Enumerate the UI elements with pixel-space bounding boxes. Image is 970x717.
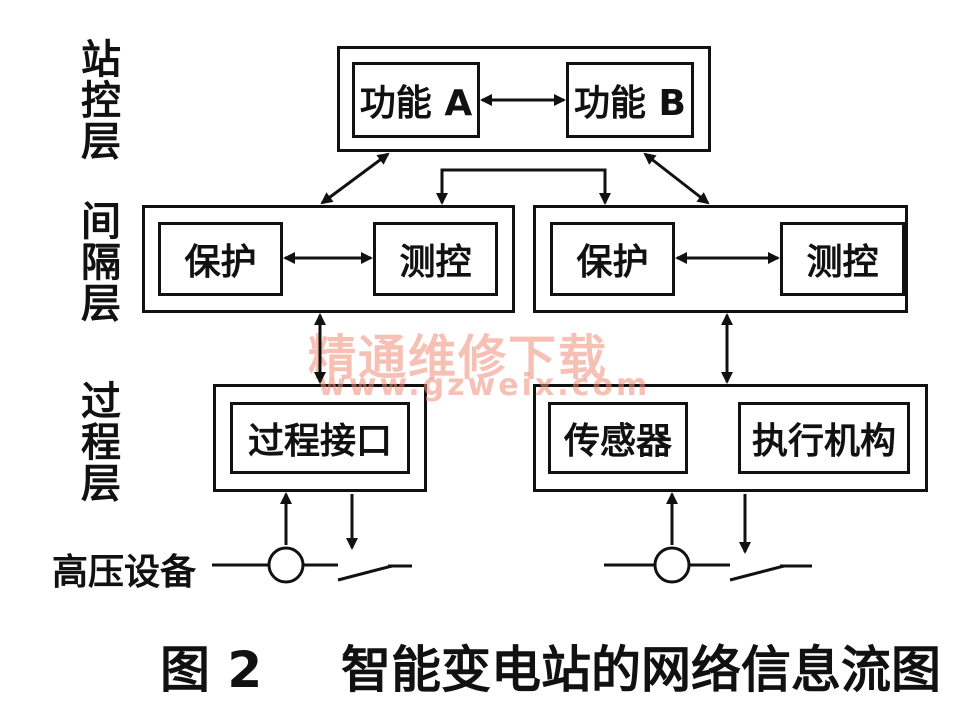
bay-right-protection-box: 保护 <box>550 222 675 296</box>
station-layer-label: 站控层 <box>74 38 120 161</box>
watermark-url: www.gzweix.com <box>318 368 651 403</box>
hv-switch-right-icon <box>729 564 785 582</box>
hv-switch-left-icon <box>337 564 393 582</box>
function-b-box: 功能 B <box>566 62 694 138</box>
process-interface-box: 过程接口 <box>230 402 410 474</box>
sensor-box: 传感器 <box>548 402 688 474</box>
hv-sensor-left-icon <box>267 546 305 584</box>
figure-title: 智能变电站的网络信息流图 <box>341 641 942 699</box>
figure-number: 图 2 <box>160 641 263 699</box>
bay-right-measure-control-box: 测控 <box>780 222 905 296</box>
figure-caption: 图 2 智能变电站的网络信息流图 <box>160 630 941 702</box>
hv-equipment-label: 高压设备 <box>52 552 197 593</box>
actuator-box: 执行机构 <box>738 402 910 474</box>
bay-left-protection-box: 保护 <box>158 222 283 296</box>
bracket-station-both-bays <box>436 168 611 205</box>
arrow-station-bay-left <box>320 152 390 205</box>
function-a-box: 功能 A <box>352 62 480 138</box>
bay-left-measure-control-box: 测控 <box>373 222 498 296</box>
watermark-text: 精通维修下载 <box>308 330 609 386</box>
arrow-station-bay-right <box>643 152 710 205</box>
hv-sensor-right-icon <box>653 546 691 584</box>
bay-layer-label: 间隔层 <box>74 200 120 323</box>
process-layer-label: 过程层 <box>74 380 120 503</box>
